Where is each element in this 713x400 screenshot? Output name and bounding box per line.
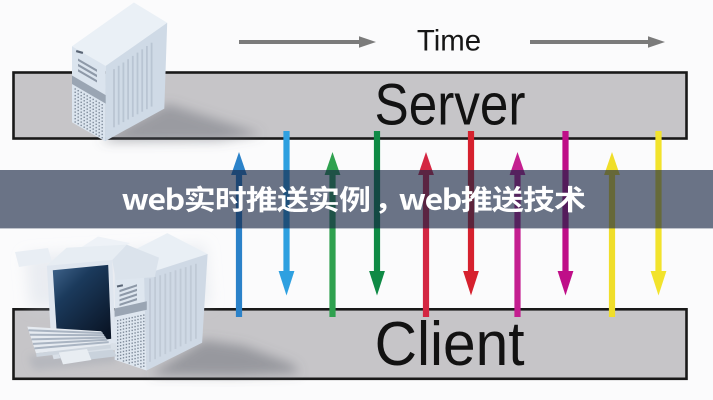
svg-text:Time: Time xyxy=(417,24,481,57)
svg-text:Client: Client xyxy=(375,310,525,379)
svg-text:Server: Server xyxy=(375,72,526,137)
